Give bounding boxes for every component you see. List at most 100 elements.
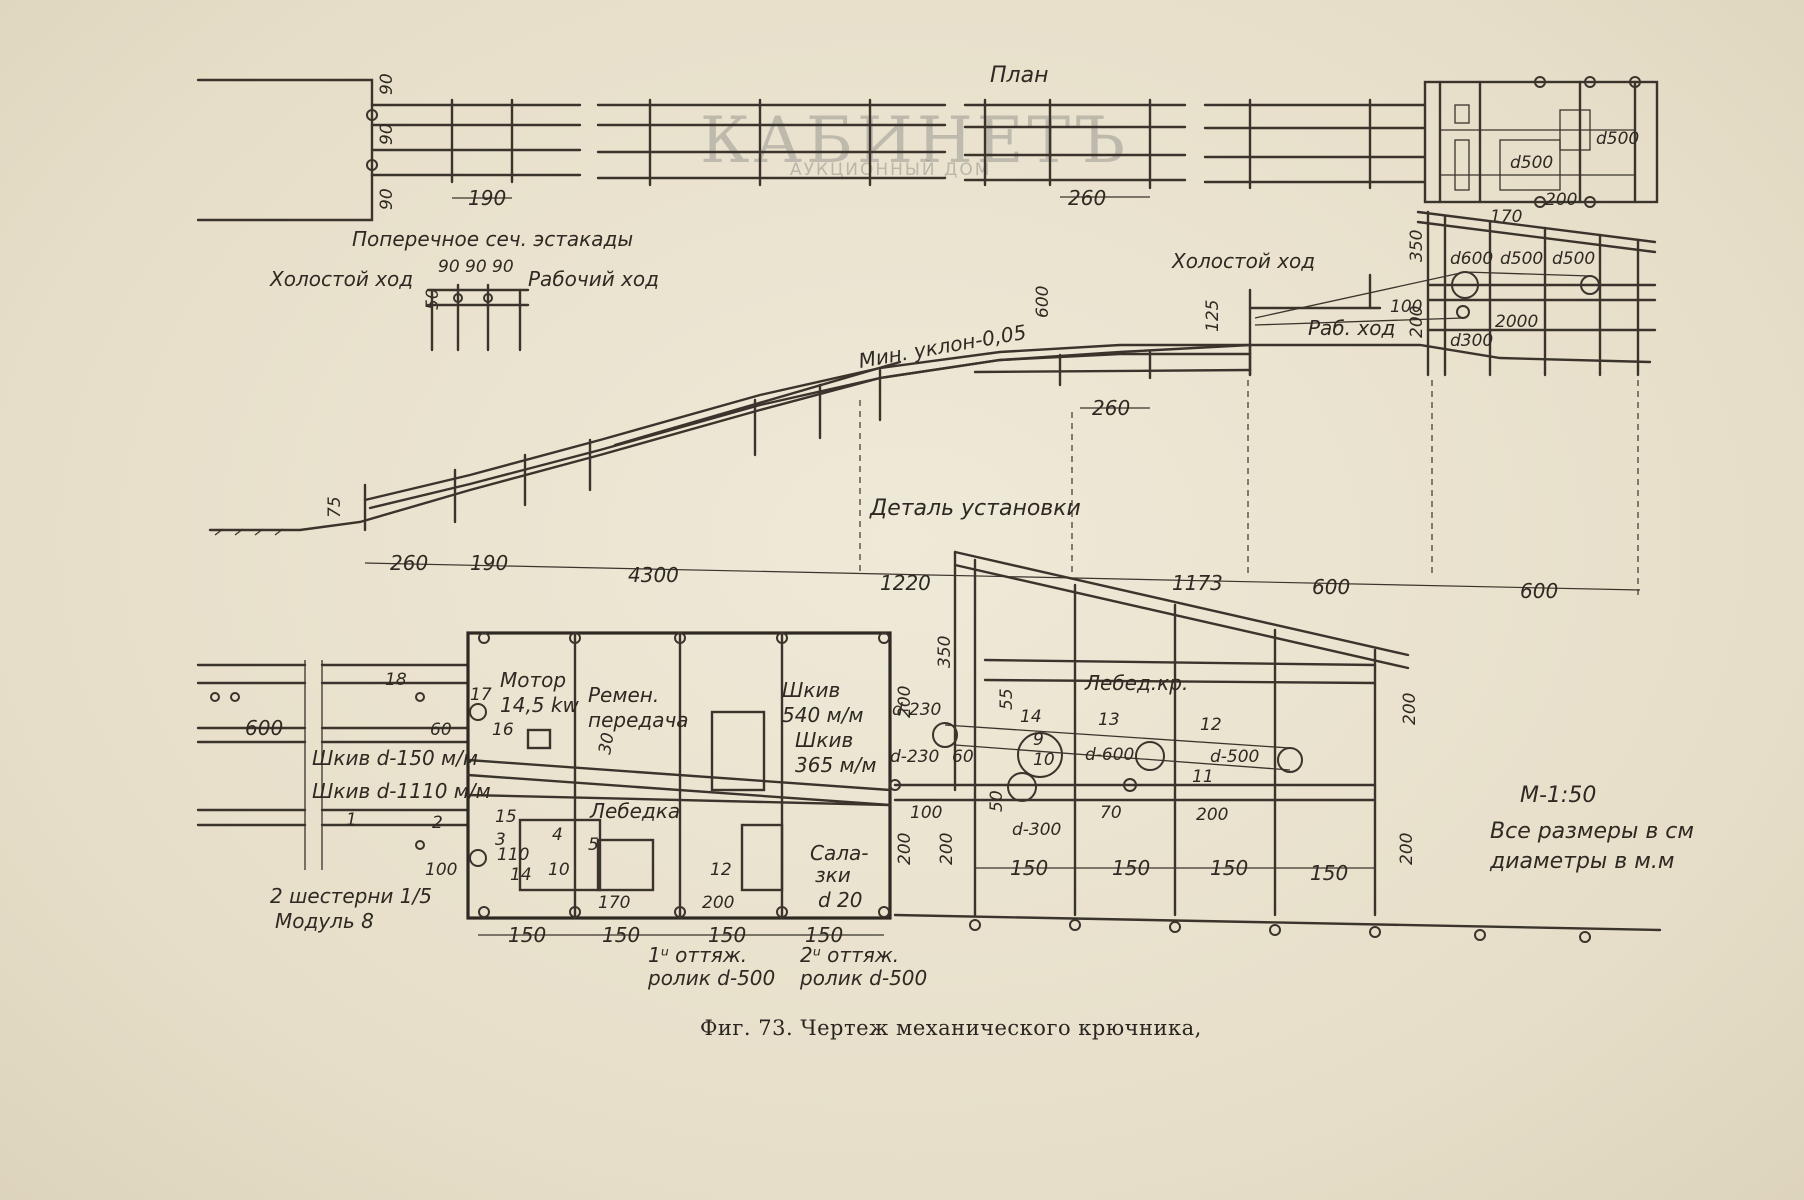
elevation-dim-350: 350 [1407,230,1427,262]
detail-winch-cr: Лебед.кр. [1084,671,1188,695]
cross-dim-2: 90 [465,257,487,277]
plan-ties [450,98,1372,190]
elevation-dim-200: 200 [1407,306,1427,338]
elevation-dim-2000: 2000 [1495,312,1538,332]
cross-section: Поперечное сеч. эстакады Холостой ход Ра… [269,227,659,352]
elevation-dim-600a: 600 [1312,575,1350,599]
elevation-dim-100: 100 [1390,297,1422,317]
detail-n2: 2 [432,813,443,833]
detail-b150a: 150 [508,923,546,947]
plan-title: План [990,63,1048,88]
detail-b150c: 150 [708,923,746,947]
detail-r-d200c: 200 [937,833,957,865]
detail-d20: d 20 [818,888,863,912]
watermark-sub: АУКЦИОННЫЙ ДОМ [790,158,991,180]
watermark: КАБИНЕТЪ АУКЦИОННЫЙ ДОМ [700,104,1129,180]
detail-n30: 30 [595,731,618,756]
cross-dim-3: 90 [492,257,514,277]
elevation-slope-dim: 600 [1033,286,1053,318]
detail-motor-power: 14,5 kw [500,693,579,717]
scale-note: М-1:50 Все размеры в см диаметры в м.м [1489,783,1694,874]
scale-line2: Все размеры в см [1490,819,1694,844]
detail-dim-60: 60 [430,720,452,740]
detail-r-d60: 60 [952,747,974,767]
detail-winch: Лебедка [589,799,680,823]
elevation-dim-1220: 1220 [880,571,931,595]
detail-n1: 1 [346,810,357,830]
elevation-dim-260a: 260 [390,551,428,575]
detail-roller1b: ролик d-500 [647,966,775,990]
plan-machine-house [1423,76,1659,208]
plan-view: План [196,63,1659,227]
detail-n12: 12 [710,860,732,880]
detail-r-d230a: d-230 [892,700,941,720]
elevation-dim-4300: 4300 [628,563,679,587]
detail-n170: 170 [598,893,630,913]
detail-r-d50: 50 [987,790,1007,812]
detail-r-d200d: 200 [1400,693,1420,725]
detail-roller1a: 1ᵘ оттяж. [648,943,747,967]
detail-n10: 10 [548,860,570,880]
cross-dim-1: 90 [438,257,460,277]
elevation-dim-75: 75 [325,496,345,518]
detail-r-d230b: d-230 [890,747,939,767]
elevation-dim-125: 125 [1203,300,1223,332]
cross-section-title: Поперечное сеч. эстакады [352,227,633,251]
elevation-d300: d300 [1450,331,1493,351]
detail-r-d300: d-300 [1012,820,1061,840]
plan-d500a: d500 [1596,129,1639,149]
detail-r-d70: 70 [1100,803,1122,823]
elevation-machine-house: Холостой ход Раб. ход 350 200 125 100 20… [1171,210,1657,377]
elevation-dim-260b: 260 [1092,396,1130,420]
detail-n4: 4 [552,825,563,845]
detail-n200: 200 [702,893,734,913]
plan-dim-90a: 90 [377,73,397,95]
detail-b150d: 150 [805,923,843,947]
elevation-d500b: d500 [1552,249,1595,269]
cross-section-work: Рабочий ход [528,267,659,291]
elevation-dim-600b: 600 [1520,579,1558,603]
detail-view: Мотор 14,5 kw Ремен. передача Шкив 540 м… [196,550,1662,990]
detail-n110: 110 [497,845,529,865]
watermark-main: КАБИНЕТЪ [700,104,1129,178]
detail-pulley4: Шкив d-1110 м/м [312,779,491,803]
detail-n5: 5 [588,835,599,855]
detail-r-d200b: 200 [895,833,915,865]
scale-line1: М-1:50 [1520,783,1596,808]
detail-motor: Мотор [500,668,566,692]
plan-dim-260: 260 [1068,186,1106,210]
elevation-d500a: d500 [1500,249,1543,269]
detail-pulley1-val: 540 м/м [782,703,863,727]
detail-r-n12: 12 [1200,715,1222,735]
elevation-work: Раб. ход [1308,316,1395,340]
detail-belt1: Ремен. [588,683,659,707]
detail-r-n14: 14 [1020,707,1042,727]
detail-belt2: передача [588,708,689,732]
plan-dim-90b: 90 [377,123,397,145]
detail-r-d600: d-600 [1085,745,1134,765]
detail-r-d200e: 200 [1397,833,1417,865]
detail-gears2: Модуль 8 [275,909,374,933]
detail-dim-600: 600 [245,716,283,740]
detail-pulley2: Шкив [795,728,853,752]
detail-roller2b: ролик d-500 [799,966,927,990]
elevation-idle: Холостой ход [1171,249,1315,273]
detail-r-b150b: 150 [1112,856,1150,880]
cross-section-idle: Холостой ход [269,267,413,291]
detail-dim-100: 100 [425,860,457,880]
detail-r-d200a: 200 [895,686,915,718]
detail-r-d350: 350 [935,636,955,668]
scale-line3: диаметры в м.м [1489,849,1674,874]
detail-pulley1: Шкив [782,678,840,702]
detail-r-d100: 100 [910,803,942,823]
elevation-view: Мин. уклон-0,05 600 75 260 Холосто [208,210,1657,603]
plan-d500b: d500 [1510,153,1553,173]
detail-r-d500: d-500 [1210,747,1259,767]
detail-sled1: Сала- [810,841,868,865]
elevation-posts [363,343,1252,532]
elevation-slope: Мин. уклон-0,05 [857,320,1028,373]
detail-r-d200h: 200 [1196,805,1228,825]
detail-r-b150c: 150 [1210,856,1248,880]
